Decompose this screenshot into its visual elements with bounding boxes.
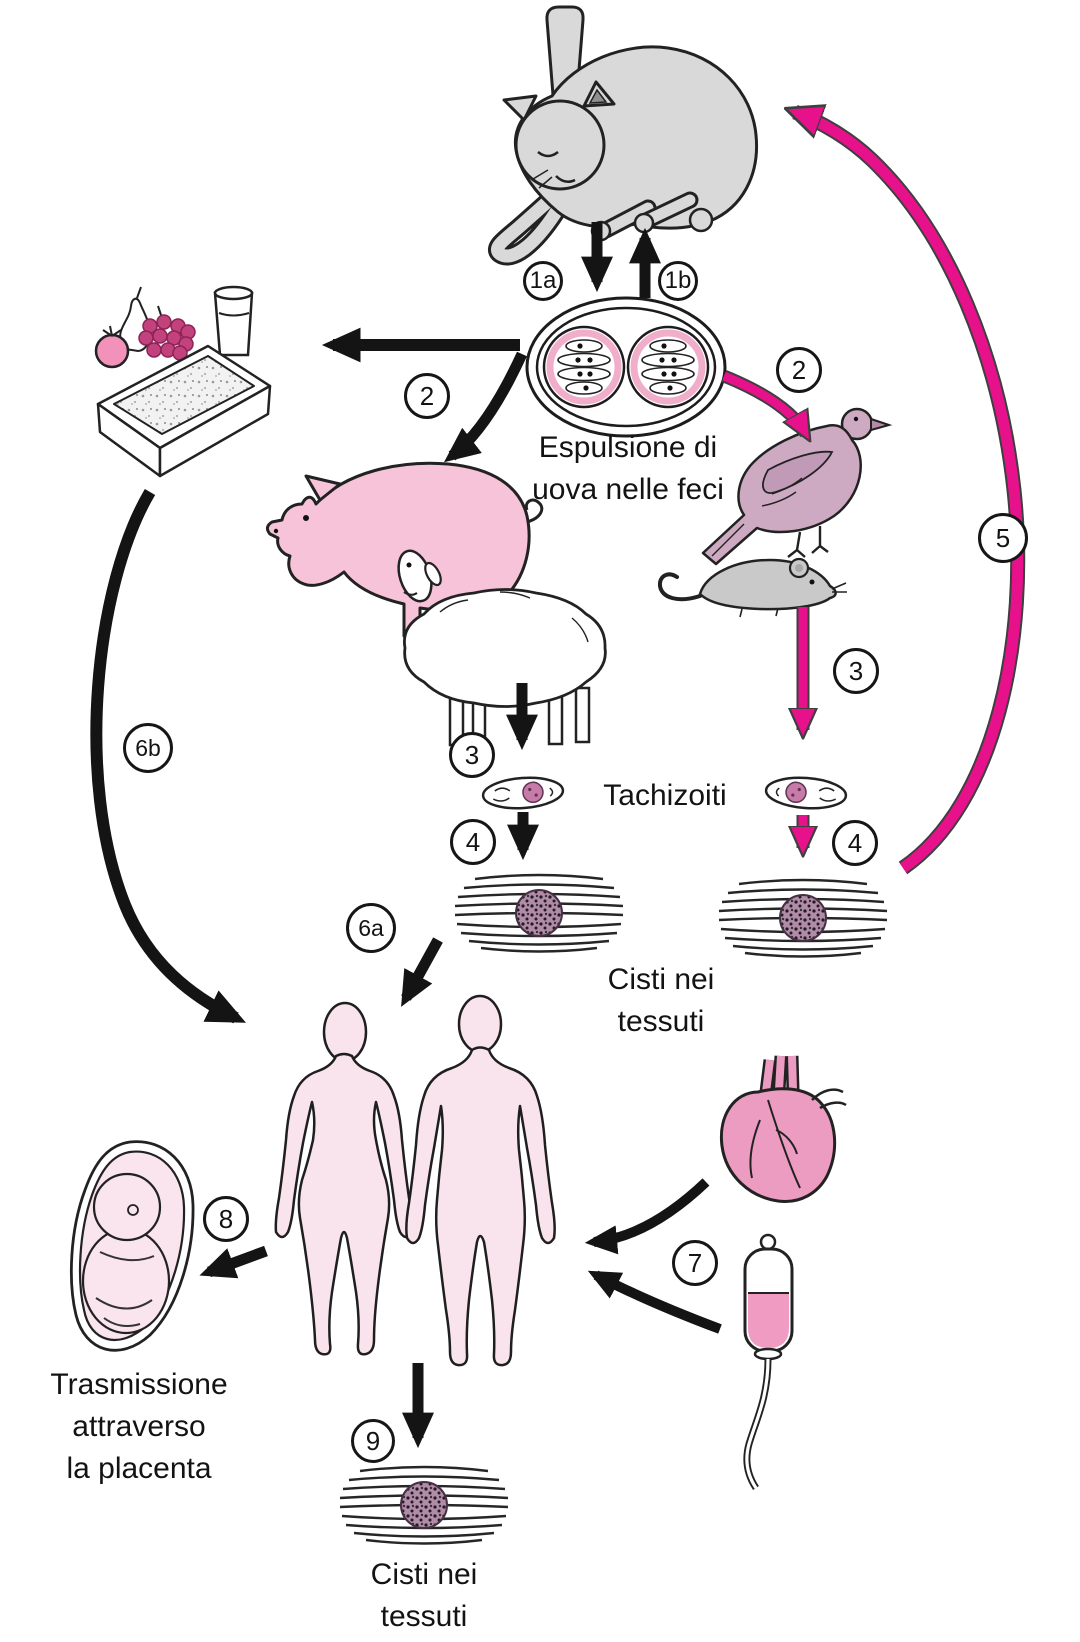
step-badge-4-right: 4 [832,820,878,866]
arrow-6b-arc [90,488,247,1024]
pig-illustration [265,461,544,638]
fetus-illustration [70,1140,195,1352]
step-badge-3-left: 3 [449,732,495,778]
mouse-illustration [657,557,847,618]
label-cisti-tessuti-mid: Cisti nei tessuti [607,963,715,1038]
arrow-7-from-blood [587,1270,722,1334]
tomato [94,333,130,369]
label-espulsione: Espulsione di uova nelle feci [532,431,724,506]
step-badge-1b: 1b [658,261,698,301]
pig-ear [304,474,342,502]
step-badge-9: 9 [351,1419,395,1463]
blood-bag-illustration [743,1233,794,1490]
cat-eye [537,150,559,158]
label-cisti-tessuti-bottom: Cisti nei tessuti [370,1558,478,1633]
heart-body [719,1087,837,1203]
tachyzoite-right-illustration [763,773,849,813]
label-tachizoiti: Tachizoiti [603,779,727,812]
sheep-illustration [397,549,607,747]
grapes [138,305,196,361]
arrow-8-to-fetus [199,1245,268,1279]
human-male-silhouette [405,994,556,1367]
arrow-7-from-heart [584,1178,710,1255]
arrow-5-pink-arc [795,112,1024,873]
sporocyst-left [542,325,626,409]
step-badge-4-left: 4 [450,819,496,865]
blood-fill [748,1293,789,1348]
arrow-6a [401,937,443,1007]
sporocyst-right [626,325,710,409]
litter [113,355,255,435]
step-badge-2-left: 2 [404,373,450,419]
pigeon-beak [870,417,893,432]
arrow-2-curved-to-livestock [443,351,527,463]
pigeon-illustration [701,407,893,566]
water-glass [213,285,254,357]
tissue-cyst-left-illustration [453,873,625,953]
mouse-tail [657,572,702,602]
pigeon-body [701,424,862,566]
step-badge-2-right: 2 [776,347,822,393]
pig-tail [524,498,544,524]
step-badge-8: 8 [203,1196,249,1242]
fetus-head [92,1172,162,1242]
label-trasmissione-placenta: Trasmissione attraverso la placenta [50,1368,228,1485]
sheep-ear [424,561,442,587]
litter-box-illustration [96,344,272,478]
tachyzoite-left-illustration [480,773,566,813]
step-badge-1a: 1a [523,261,563,301]
step-badge-7: 7 [672,1240,718,1286]
cat-head [514,99,606,191]
pig-eye [303,515,309,521]
tissue-cyst-bottom-illustration [338,1465,510,1545]
oocyst-illustration [525,296,727,438]
pigeon-legs [787,526,829,558]
cat-illustration [488,5,759,266]
step-badge-6a: 6a [346,903,396,953]
heart-illustration [719,1055,847,1203]
step-badge-6b: 6b [123,723,173,773]
food-water-illustration [94,285,254,369]
step-badge-5: 5 [978,513,1028,563]
tissue-cyst-right-illustration [717,878,889,958]
step-badge-3-right: 3 [833,648,879,694]
human-female-silhouette [274,1001,414,1356]
pigeon-wing [762,450,834,494]
sheep-body [403,588,607,708]
fetus-body [81,1227,171,1335]
arrow-2-pink-to-prey [722,371,806,434]
mouse-body [698,558,837,611]
